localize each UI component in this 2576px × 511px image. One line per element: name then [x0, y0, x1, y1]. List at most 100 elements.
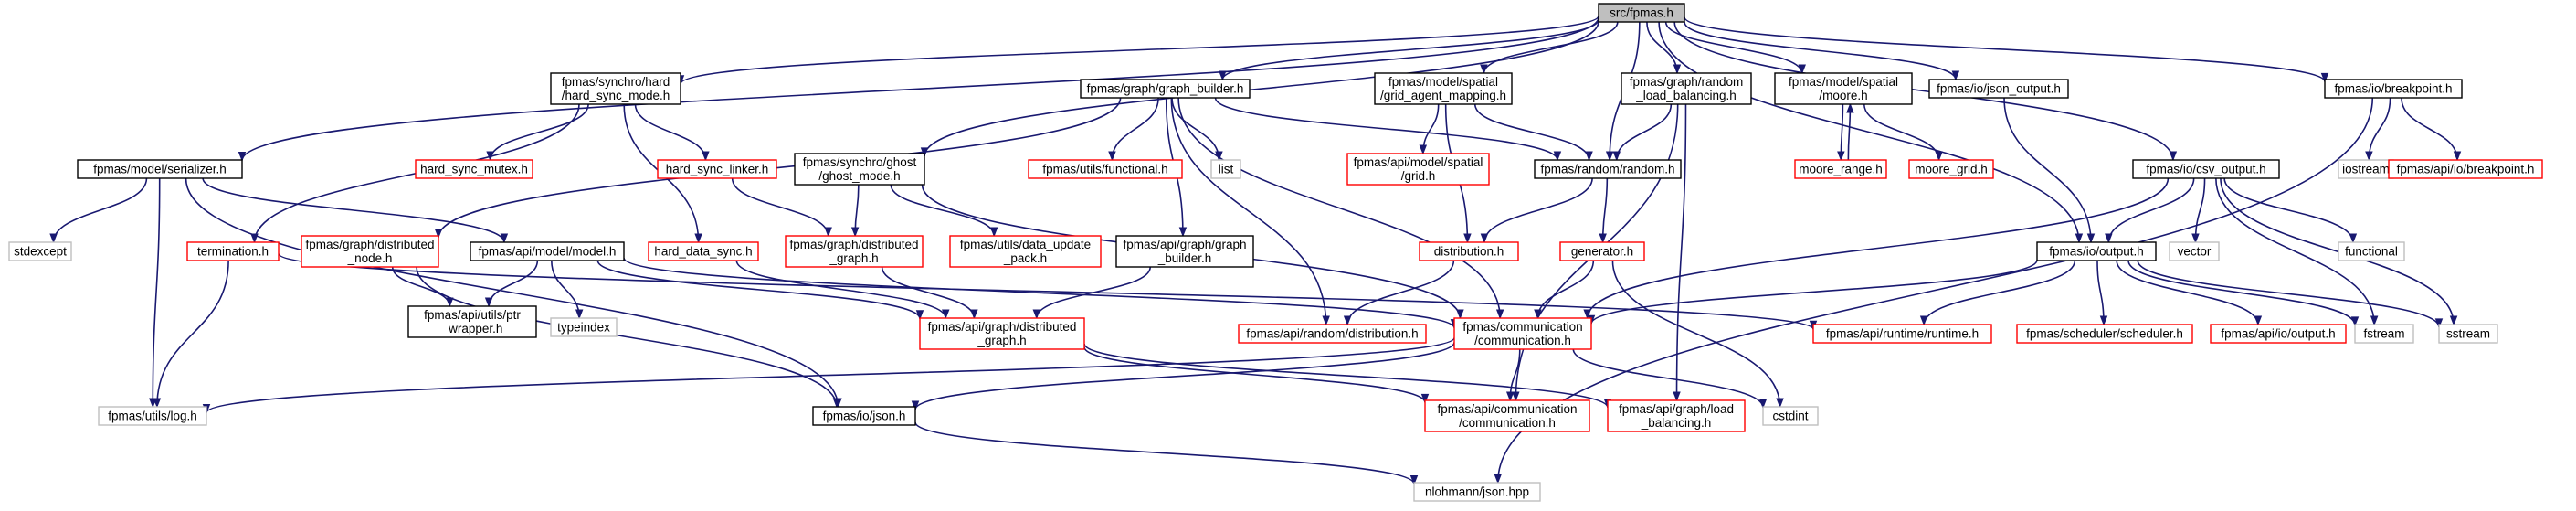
edge-csv_output-to-vector [2194, 177, 2206, 243]
node-label: fpmas/synchro/ghost [803, 155, 917, 169]
node-label: moore_range.h [1799, 163, 1883, 176]
arrowhead-hard_sync_linker-to-graph_distributed_graph [824, 227, 832, 238]
node-api-model[interactable]: fpmas/api/model/model.h [470, 241, 625, 261]
node-box [1559, 241, 1645, 261]
node-box [1115, 235, 1254, 268]
edge-csv_output-to-sstream [2220, 177, 2455, 325]
arrowhead-root-to-random [1605, 151, 1614, 162]
node-box [1413, 482, 1541, 502]
node-iostream: iostream [2338, 159, 2394, 179]
node-label: fpmas/utils/log.h [108, 410, 197, 423]
node-api-io-output: fpmas/api/io/output.h [2210, 324, 2347, 344]
node-box [1210, 159, 1241, 179]
node-label: fpmas/api/graph/distributed [928, 320, 1077, 334]
node-box [2210, 324, 2347, 344]
arrowhead-api_distributed_graph-to-api_communication [1420, 393, 1430, 404]
arrowhead-random_load_balancing-to-api_load_balancing [1673, 391, 1681, 402]
arrowhead-graph_builder-to-communication [1495, 309, 1504, 320]
arrowhead-hard_data_sync-to-api_distributed_graph [942, 309, 950, 320]
node-io-output[interactable]: fpmas/io/output.h [2036, 241, 2157, 261]
node-breakpoint[interactable]: fpmas/io/breakpoint.h [2324, 79, 2463, 99]
node-box [1080, 79, 1251, 99]
edge-ghost_mode-to-data_update_pack [890, 184, 996, 237]
node-box [657, 159, 777, 179]
node-api-graph-builder[interactable]: fpmas/api/graph/graph_builder.h [1115, 235, 1254, 268]
node-label: fpmas/graph/distributed [789, 238, 918, 251]
edge-random-to-generator [1601, 177, 1609, 243]
edge-io_output-to-fstream [2127, 260, 2356, 326]
edge-random_load_balancing-to-api_load_balancing [1675, 103, 1687, 401]
arrowhead-grid_agent_mapping-to-distribution [1463, 233, 1472, 244]
node-moore-grid: moore_grid.h [1908, 159, 1994, 179]
edge-graph_builder-to-random [1214, 97, 1558, 161]
edge-root-to-io_output [1658, 21, 2080, 243]
node-label: _graph.h [977, 334, 1026, 347]
arrowhead-csv_output-to-fstream [2370, 315, 2379, 326]
arrowhead-api_model-to-typeindex [575, 309, 584, 320]
edge-graph_builder-to-api_random_distribution [1170, 97, 1327, 325]
edge-io_output-to-api_runtime [1923, 260, 2076, 325]
edge-io_output-to-communication [1590, 260, 2038, 325]
node-ghost-mode[interactable]: fpmas/synchro/ghost/ghost_mode.h [794, 153, 925, 186]
arrowhead-communication-to-io_json [911, 400, 920, 411]
node-label: fpmas/api/random/distribution.h [1246, 327, 1418, 341]
node-fstream: fstream [2354, 324, 2414, 344]
node-serializer[interactable]: fpmas/model/serializer.h [77, 159, 243, 179]
node-root[interactable]: src/fpmas.h [1598, 3, 1685, 23]
node-box [8, 241, 72, 261]
node-label: sstream [2446, 327, 2490, 341]
node-label: fpmas/model/serializer.h [93, 163, 227, 176]
edge-graph_builder-to-utils_functional [1111, 97, 1159, 161]
node-hard-sync-mode[interactable]: fpmas/synchro/hard/hard_sync_mode.h [550, 72, 681, 105]
node-io-json[interactable]: fpmas/io/json.h [812, 406, 916, 426]
node-moore[interactable]: fpmas/model/spatial/moore.h [1774, 72, 1913, 105]
node-label: distribution.h [1434, 245, 1504, 259]
arrowhead-moore-to-moore_range [1837, 151, 1845, 162]
node-box [1598, 3, 1685, 23]
node-box [98, 406, 207, 426]
node-generator: generator.h [1559, 241, 1645, 261]
node-stdexcept: stdexcept [8, 241, 72, 261]
arrowhead-communication-to-cstdint [1758, 399, 1768, 410]
node-random-load-balancing[interactable]: fpmas/graph/random_load_balancing.h [1621, 72, 1752, 105]
node-box [812, 406, 916, 426]
arrowhead-root-to-json_output [1951, 70, 1960, 81]
node-random[interactable]: fpmas/random/random.h [1534, 159, 1682, 179]
edge-csv_output-to-fstream [2215, 177, 2375, 325]
node-moore-range: moore_range.h [1794, 159, 1887, 179]
node-box [2324, 79, 2463, 99]
node-box [1453, 317, 1592, 350]
edges-layer [49, 15, 2462, 485]
node-label: /grid_agent_mapping.h [1380, 89, 1506, 102]
node-label: fpmas/io/csv_output.h [2146, 163, 2265, 176]
edge-root-to-csv_output [1673, 21, 2174, 161]
arrowhead-graph_builder-to-api_random_distribution [1322, 315, 1330, 326]
arrowhead-io_output-to-sstream [2434, 318, 2444, 329]
arrowhead-root-to-breakpoint [2320, 72, 2329, 83]
node-box [2132, 159, 2280, 179]
node-label: moore_grid.h [1915, 163, 1988, 176]
node-label: fpmas/api/graph/graph [1123, 238, 1246, 251]
node-label: fpmas/api/io/output.h [2221, 327, 2335, 341]
node-box [1812, 324, 1992, 344]
node-grid-agent-mapping[interactable]: fpmas/model/spatial/grid_agent_mapping.h [1374, 72, 1513, 105]
node-sstream: sstream [2438, 324, 2498, 344]
node-api-runtime: fpmas/api/runtime/runtime.h [1812, 324, 1992, 344]
edge-api_model-to-typeindex [551, 260, 580, 319]
node-box [301, 235, 439, 268]
node-label: _load_balancing.h [1635, 89, 1737, 102]
arrowhead-communication-to-api_communication [1505, 391, 1515, 402]
node-json-output[interactable]: fpmas/io/json_output.h [1928, 79, 2069, 99]
edge-csv_output-to-functional [2223, 177, 2354, 243]
node-graph-builder[interactable]: fpmas/graph/graph_builder.h [1080, 79, 1251, 99]
node-ptr-wrapper[interactable]: fpmas/api/utils/ptr_wrapper.h [407, 305, 537, 338]
edge-graph_builder-to-distributed_node [438, 97, 1122, 238]
edge-api_graph_builder-to-api_distributed_graph [1035, 266, 1152, 319]
node-box [2354, 324, 2414, 344]
node-label: fpmas/io/output.h [2049, 245, 2144, 259]
edge-serializer-to-io_json [185, 177, 839, 408]
node-csv-output[interactable]: fpmas/io/csv_output.h [2132, 159, 2280, 179]
edge-communication-to-cstdint [1572, 348, 1764, 408]
node-label: nlohmann/json.hpp [1425, 485, 1529, 499]
node-label: src/fpmas.h [1610, 6, 1673, 20]
